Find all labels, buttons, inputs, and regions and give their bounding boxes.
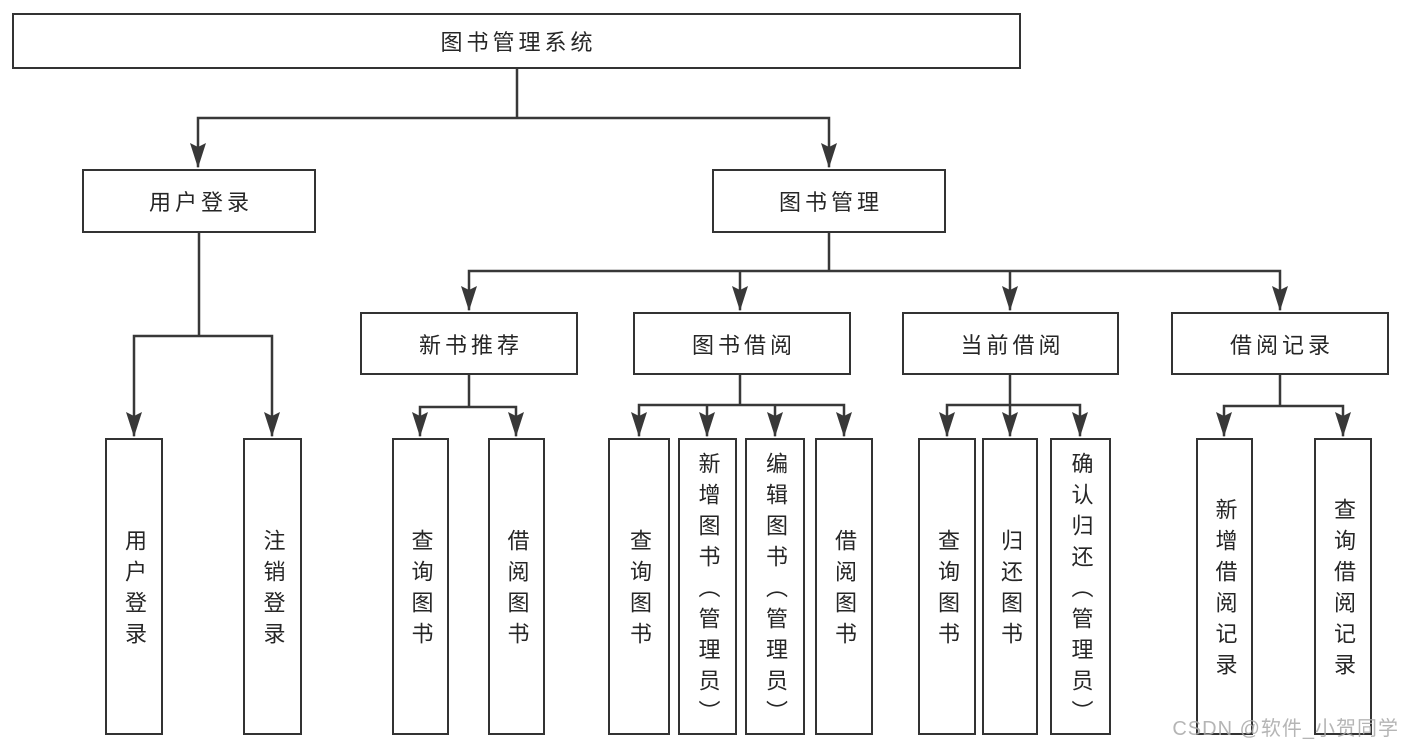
node-label: 新增图书（管理员） bbox=[695, 451, 721, 731]
node-new-book-recommend: 新书推荐 bbox=[360, 312, 578, 375]
node-return-books: 归还图书 bbox=[982, 438, 1038, 735]
connector-new-book-children bbox=[412, 373, 524, 437]
node-add-books-admin: 新增图书（管理员） bbox=[678, 438, 737, 735]
node-query-books: 查询图书 bbox=[392, 438, 449, 735]
node-label: 归还图书 bbox=[998, 529, 1023, 653]
node-book-borrow: 图书借阅 bbox=[633, 312, 851, 375]
node-borrow-books: 借阅图书 bbox=[815, 438, 873, 735]
node-label: 用户登录 bbox=[122, 529, 147, 653]
node-query-borrow-record: 查询借阅记录 bbox=[1314, 438, 1372, 735]
node-book-management: 图书管理 bbox=[712, 169, 946, 233]
node-label: 新书推荐 bbox=[418, 332, 523, 358]
node-label: 查询图书 bbox=[408, 529, 434, 653]
node-user-login-leaf: 用户登录 bbox=[105, 438, 163, 735]
node-confirm-return-admin: 确认归还（管理员） bbox=[1050, 438, 1111, 735]
node-label: 查询图书 bbox=[627, 529, 652, 653]
node-user-login: 用户登录 bbox=[82, 169, 316, 233]
node-label: 用户登录 bbox=[148, 190, 253, 215]
node-edit-books-admin: 编辑图书（管理员） bbox=[745, 438, 805, 735]
connector-book-management-level3 bbox=[461, 231, 1288, 311]
connector-user-login-children bbox=[126, 231, 280, 437]
node-add-borrow-record: 新增借阅记录 bbox=[1196, 438, 1253, 735]
node-label: 借阅图书 bbox=[832, 529, 857, 653]
node-label: 编辑图书（管理员） bbox=[763, 451, 788, 731]
connector-borrow-records-children bbox=[1216, 373, 1351, 437]
node-label: 确认归还（管理员） bbox=[1068, 451, 1094, 731]
node-label: 注销登录 bbox=[260, 529, 286, 653]
node-logout: 注销登录 bbox=[243, 438, 302, 735]
node-label: 当前借阅 bbox=[960, 332, 1065, 358]
node-label: 新增借阅记录 bbox=[1212, 498, 1238, 684]
node-query-books: 查询图书 bbox=[608, 438, 670, 735]
connector-current-borrow-children bbox=[939, 373, 1088, 437]
node-library-management-system: 图书管理系统 bbox=[12, 13, 1021, 69]
node-label: 图书借阅 bbox=[691, 332, 796, 358]
node-borrow-books: 借阅图书 bbox=[488, 438, 545, 735]
node-borrow-records: 借阅记录 bbox=[1171, 312, 1389, 375]
node-label: 图书管理系统 bbox=[440, 30, 597, 55]
connector-book-borrow-children bbox=[631, 373, 852, 437]
node-label: 查询借阅记录 bbox=[1331, 498, 1356, 684]
node-label: 查询图书 bbox=[935, 529, 960, 653]
node-label: 图书管理 bbox=[778, 190, 883, 215]
node-label: 借阅记录 bbox=[1229, 332, 1334, 358]
connector-root-to-level2 bbox=[190, 67, 837, 168]
node-current-borrow: 当前借阅 bbox=[902, 312, 1119, 375]
node-label: 借阅图书 bbox=[504, 529, 530, 653]
node-query-books: 查询图书 bbox=[918, 438, 976, 735]
